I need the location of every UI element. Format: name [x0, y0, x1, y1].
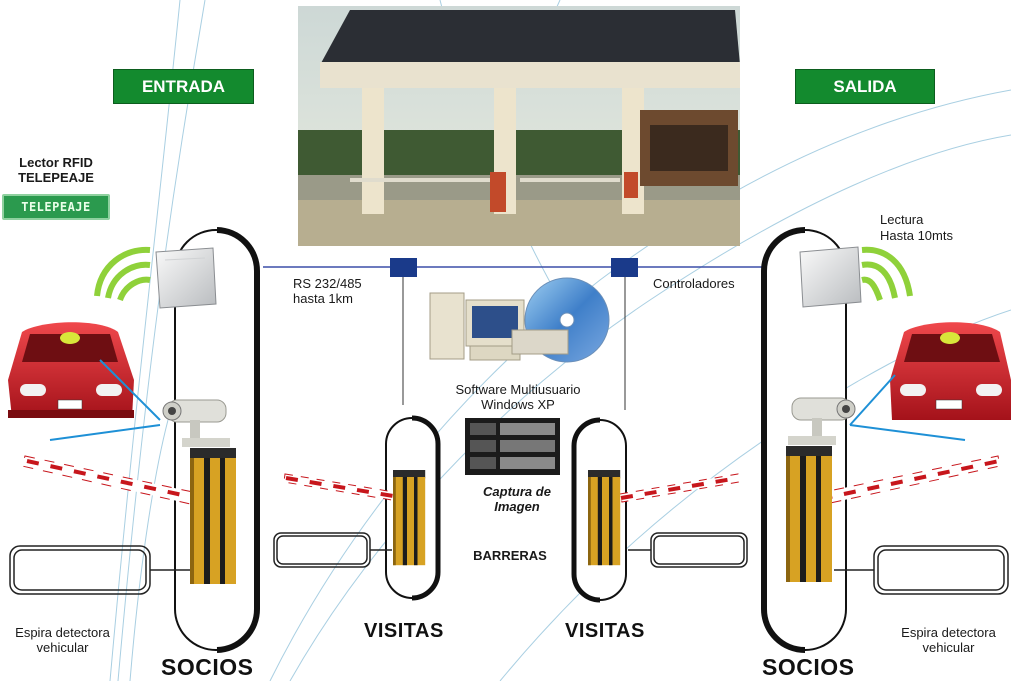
- software-label-1: Software Multiusuario: [455, 382, 581, 397]
- camera-icon: [788, 397, 856, 445]
- loop-label-right-2: vehicular: [922, 640, 975, 655]
- loop-label-left-1: Espira detectora: [15, 625, 110, 640]
- rf-wave-icon: [94, 246, 151, 302]
- visitas-lane-right-label: VISITAS: [565, 620, 645, 642]
- rfid-reader-icon: [799, 246, 862, 308]
- barrier-icon: [190, 448, 236, 584]
- controllers-label: Controladores: [653, 276, 735, 291]
- telepeaje-logo: TELEPEAJE: [2, 194, 110, 220]
- loop-detector-icon: [9, 532, 1009, 595]
- capture-screen-icon: [465, 418, 560, 475]
- barrier-icon: [393, 470, 426, 566]
- car-icon: [890, 322, 1011, 420]
- rfid-reader-subtitle: TELEPEAJE: [18, 170, 94, 185]
- camera-icon: [162, 399, 230, 447]
- read-range-subtitle: Hasta 10mts: [880, 228, 953, 243]
- rfid-reader-icon: [155, 247, 217, 309]
- barrier-icon: [588, 470, 621, 566]
- camera-view-lines: [49, 359, 966, 441]
- rf-wave-icon: [861, 246, 913, 301]
- loop-label-left-2: vehicular: [36, 640, 89, 655]
- computer-icon: [429, 277, 610, 363]
- gate-photo: [298, 6, 740, 246]
- entry-badge: ENTRADA: [113, 69, 254, 104]
- barriers-label: BARRERAS: [473, 548, 547, 563]
- software-label-2: Windows XP: [481, 397, 555, 412]
- rfid-reader-title: Lector RFID: [19, 155, 93, 170]
- controller-icon: [390, 258, 417, 277]
- exit-badge: SALIDA: [795, 69, 935, 104]
- capture-label-1: Captura de: [483, 484, 551, 499]
- barrier-icon: [786, 446, 832, 582]
- socios-lane-left-label: SOCIOS: [161, 654, 254, 680]
- rs485-link: [263, 258, 770, 410]
- visitas-lane-left-label: VISITAS: [364, 620, 444, 642]
- rs-link-label-1: RS 232/485: [293, 276, 362, 291]
- rs-link-label-2: hasta 1km: [293, 291, 353, 306]
- loop-label-right-1: Espira detectora: [901, 625, 996, 640]
- controller-icon: [611, 258, 638, 277]
- capture-label-2: Imagen: [494, 499, 540, 514]
- socios-lane-right-label: SOCIOS: [762, 654, 855, 680]
- car-icon: [8, 322, 134, 418]
- read-range-title: Lectura: [880, 212, 924, 227]
